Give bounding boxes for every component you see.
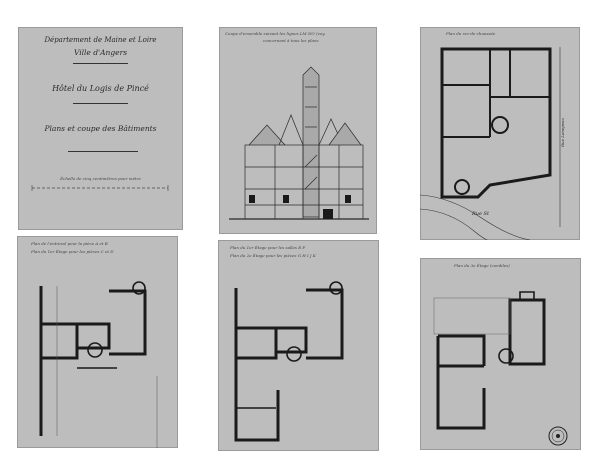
divider [73, 103, 128, 104]
ground-plan-drawing: Rue St Rue Lenepveu [420, 47, 565, 240]
section-sheet: Coupe d'ensemble suivant les lignes LM N… [219, 27, 377, 234]
mezzanine-title-line2: Plan du 1er Étage pour les pièces C et D [31, 249, 114, 254]
side-street-label: Rue Lenepveu [560, 118, 565, 148]
archive-stamp-icon [548, 426, 568, 446]
scale-bar [31, 185, 169, 191]
building-title: Hôtel du Logis de Pincé [52, 84, 149, 93]
section-title-line1: Coupe d'ensemble suivant les lignes LM N… [225, 31, 326, 36]
city-title: Ville d'Angers [73, 48, 128, 57]
first-floor-plan-drawing [234, 281, 344, 442]
first-floor-title-line1: Plan du 1er Étage pour les salles E F [230, 245, 306, 250]
section-drawing [229, 66, 369, 220]
subject-title: Plans et coupe des Bâtiments [44, 124, 157, 133]
first-floor-plan-sheet: Plan du 1er Étage pour les salles E F Pl… [218, 240, 379, 451]
mezzanine-title-line1: Plan de l'entresol pour la pièce A et B [31, 241, 108, 246]
divider [73, 63, 128, 64]
ground-plan-title: Plan du rez-de-chaussée [446, 31, 496, 36]
section-title-line2: concernant à tous les plans [263, 38, 319, 43]
department-title: Département de Maine et Loire [44, 36, 157, 44]
first-floor-title-line2: Plan du 2e Étage pour les pièces G H I J… [230, 253, 316, 258]
divider [68, 151, 138, 152]
title-sheet: Département de Maine et Loire Ville d'An… [18, 27, 183, 230]
mezzanine-plan-drawing [39, 281, 158, 448]
upper-floor-title: Plan du 3e Étage (combles) [454, 263, 510, 268]
mezzanine-plan-sheet: Plan de l'entresol pour la pièce A et B … [17, 236, 178, 448]
ground-plan-sheet: Plan du rez-de-chaussée Rue St Rue Lenep… [420, 27, 580, 240]
street-label: Rue St [471, 211, 490, 217]
upper-floor-plan-sheet: Plan du 3e Étage (combles) [420, 258, 581, 450]
scale-note: Échelle de cinq centimètres pour mètre [60, 176, 141, 181]
upper-floor-plan-drawing [433, 291, 568, 446]
